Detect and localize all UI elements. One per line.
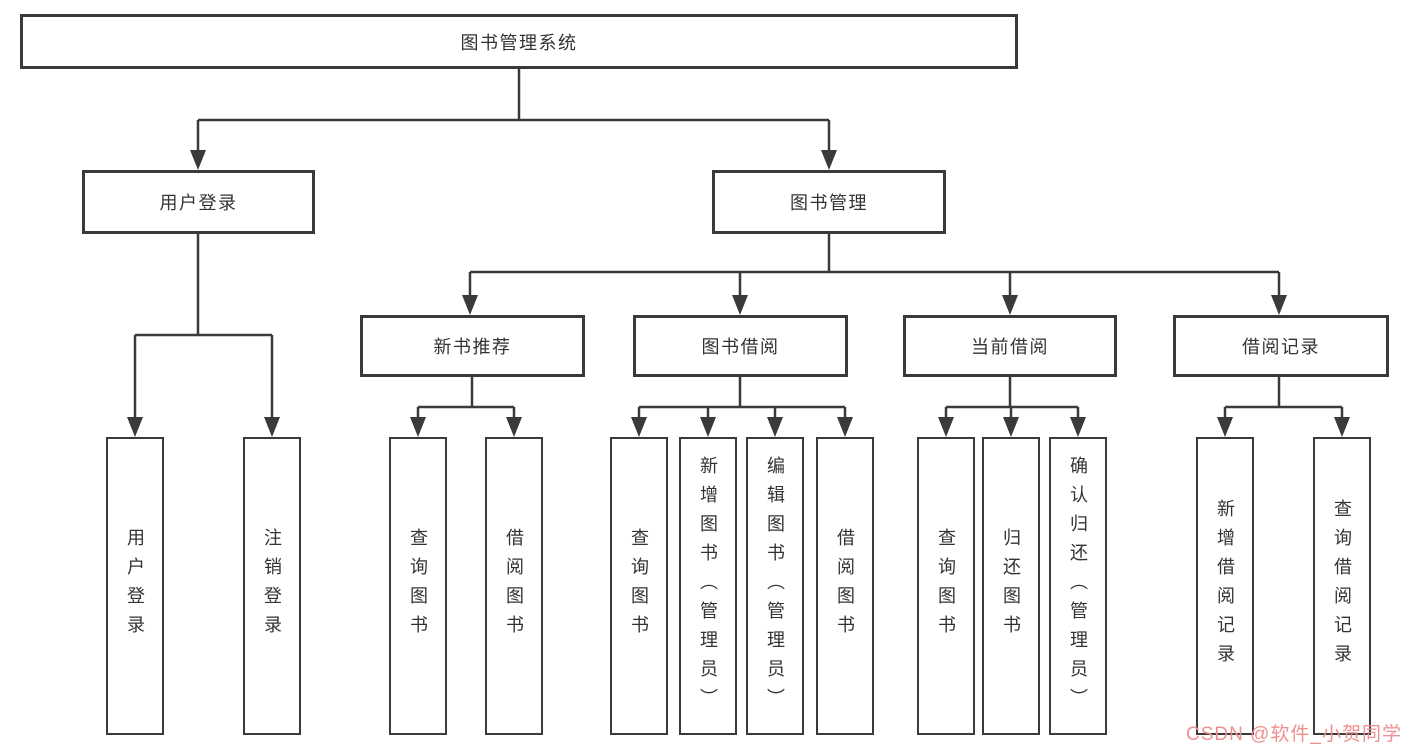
leaf-query-books-borrowing: 查询图书 [610,437,668,735]
node-borrowing-records: 借阅记录 [1173,315,1389,377]
leaf-label: 借阅图书 [835,528,855,644]
leaf-query-books-current: 查询图书 [917,437,975,735]
leaf-label: 查询借阅记录 [1332,499,1352,673]
node-label: 图书借阅 [701,337,780,357]
leaf-edit-books-admin: 编辑图书（管理员） [746,437,804,735]
node-label: 新书推荐 [433,337,512,357]
leaf-label: 借阅图书 [504,528,524,644]
node-book-borrowing: 图书借阅 [633,315,848,377]
leaf-add-books-admin: 新增图书（管理员） [679,437,737,735]
leaf-user-login: 用户登录 [106,437,164,735]
node-user-login: 用户登录 [82,170,315,234]
node-label: 图书管理系统 [460,32,578,53]
leaf-label: 用户登录 [125,528,145,644]
leaf-label: 归还图书 [1001,528,1021,644]
leaf-label: 注销登录 [262,528,282,644]
leaf-label: 查询图书 [408,528,428,644]
leaf-confirm-return-admin: 确认归还（管理员） [1049,437,1107,735]
node-label: 图书管理 [790,193,868,213]
arrowheads [127,150,1350,437]
node-root-library-management-system: 图书管理系统 [20,14,1018,69]
leaf-add-borrow-record: 新增借阅记录 [1196,437,1254,735]
node-label: 借阅记录 [1242,337,1320,357]
node-label: 当前借阅 [971,337,1049,357]
leaf-label: 查询图书 [629,528,649,644]
leaf-borrow-books: 借阅图书 [816,437,874,735]
node-new-book-recommendation: 新书推荐 [360,315,585,377]
csdn-watermark: CSDN @软件_小贺同学 [1186,724,1402,745]
leaf-query-books-recommend: 查询图书 [389,437,447,735]
leaf-label: 新增图书（管理员） [698,455,718,717]
leaf-query-borrow-record: 查询借阅记录 [1313,437,1371,735]
leaf-logout: 注销登录 [243,437,301,735]
node-label: 用户登录 [159,193,238,213]
leaf-return-books: 归还图书 [982,437,1040,735]
leaf-label: 编辑图书（管理员） [765,455,785,717]
leaf-label: 查询图书 [936,528,956,644]
node-book-management: 图书管理 [712,170,946,234]
leaf-label: 新增借阅记录 [1215,499,1235,673]
node-current-borrowing: 当前借阅 [903,315,1117,377]
leaf-label: 确认归还（管理员） [1068,455,1088,717]
leaf-borrow-books-recommend: 借阅图书 [485,437,543,735]
